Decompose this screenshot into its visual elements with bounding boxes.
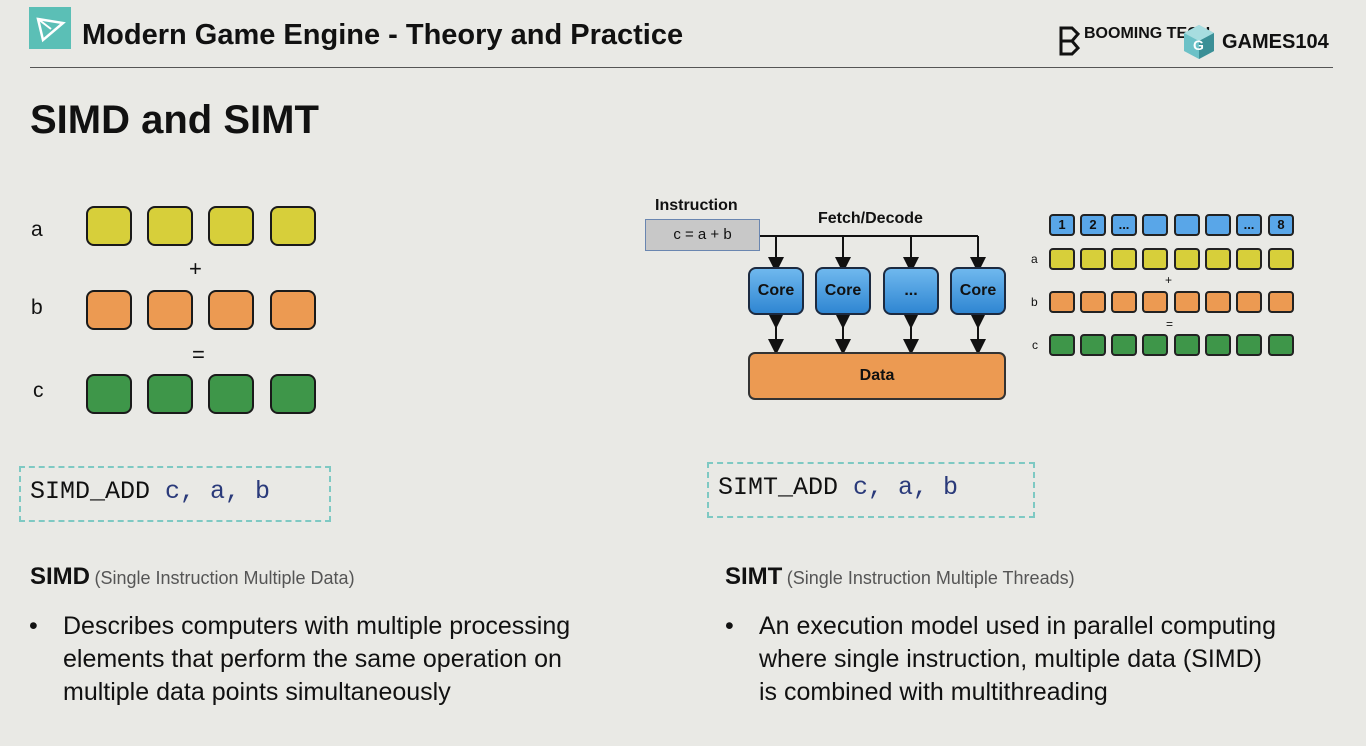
- data-cell-a: [208, 206, 254, 246]
- simd-code-args: c, a, b: [165, 477, 271, 506]
- instruction-box: c = a + b: [645, 219, 760, 251]
- simt-data-cell-c: [1268, 334, 1294, 356]
- simt-row-label-c: c: [1032, 338, 1038, 352]
- simt-bullet-line: is combined with multithreading: [759, 678, 1108, 706]
- data-cell-a: [86, 206, 132, 246]
- slide-title: SIMD and SIMT: [30, 98, 319, 142]
- thread-cell: 1: [1049, 214, 1075, 236]
- simt-code-op: SIMT_ADD: [718, 473, 839, 502]
- simt-data-cell-b: [1268, 291, 1294, 313]
- thread-cell: ...: [1111, 214, 1137, 236]
- simt-data-cell-a: [1142, 248, 1168, 270]
- row-label-a: a: [31, 218, 43, 241]
- simd-bullet-line: elements that perform the same operation…: [63, 645, 562, 673]
- data-cell-a: [270, 206, 316, 246]
- simd-code-op: SIMD_ADD: [30, 477, 151, 506]
- simt-bullet-line: where single instruction, multiple data …: [759, 645, 1262, 673]
- thread-cell: 2: [1080, 214, 1106, 236]
- svg-text:G: G: [1193, 37, 1204, 53]
- data-cell-c: [86, 374, 132, 414]
- thread-cell: ...: [1236, 214, 1262, 236]
- thread-cell: [1142, 214, 1168, 236]
- data-block: Data: [748, 352, 1006, 400]
- games104-logo: G GAMES104: [1182, 23, 1334, 61]
- data-cell-a: [147, 206, 193, 246]
- simt-data-cell-c: [1049, 334, 1075, 356]
- simt-data-cell-c: [1174, 334, 1200, 356]
- simt-data-cell-c: [1111, 334, 1137, 356]
- simt-data-cell-c: [1205, 334, 1231, 356]
- core-box: ...: [883, 267, 939, 315]
- fetch-decode-label: Fetch/Decode: [818, 210, 923, 227]
- plus-operator: +: [189, 256, 202, 281]
- simd-heading-term: SIMD: [30, 563, 90, 590]
- simt-data-cell-a: [1174, 248, 1200, 270]
- thread-cell: [1205, 214, 1231, 236]
- simd-bullet-line: Describes computers with multiple proces…: [63, 612, 571, 640]
- simt-code-box: [707, 462, 1035, 518]
- booming-tech-logo: BOOMING TECH: [1058, 24, 1210, 60]
- simd-heading-subtitle: (Single Instruction Multiple Data): [94, 568, 355, 588]
- bullet-symbol: •: [29, 612, 38, 640]
- simt-data-cell-c: [1142, 334, 1168, 356]
- data-cell-c: [147, 374, 193, 414]
- simt-data-cell-c: [1236, 334, 1262, 356]
- instruction-label: Instruction: [655, 197, 738, 214]
- simt-data-cell-b: [1142, 291, 1168, 313]
- simt-data-cell-b: [1236, 291, 1262, 313]
- data-cell-b: [86, 290, 132, 330]
- simt-bullet-line: An execution model used in parallel comp…: [759, 612, 1276, 640]
- bullet-symbol: •: [725, 612, 734, 640]
- row-label-c: c: [33, 379, 44, 402]
- simt-data-cell-a: [1236, 248, 1262, 270]
- simt-plus-operator: +: [1165, 273, 1173, 287]
- simd-code-box: [19, 466, 331, 522]
- simt-data-cell-a: [1111, 248, 1137, 270]
- simt-data-cell-b: [1205, 291, 1231, 313]
- simt-code: SIMT_ADD c, a, b: [718, 473, 958, 502]
- core-box: Core: [748, 267, 804, 315]
- header-divider: [30, 67, 1333, 68]
- simd-code: SIMD_ADD c, a, b: [30, 477, 270, 506]
- simt-heading-subtitle: (Single Instruction Multiple Threads): [786, 568, 1075, 588]
- simt-data-cell-a: [1080, 248, 1106, 270]
- simt-connectors: [760, 235, 986, 355]
- simd-heading: SIMD (Single Instruction Multiple Data): [30, 563, 355, 591]
- data-cell-c: [270, 374, 316, 414]
- core-box: Core: [950, 267, 1006, 315]
- simt-data-cell-a: [1049, 248, 1075, 270]
- equals-operator: =: [192, 342, 205, 367]
- simt-data-cell-a: [1205, 248, 1231, 270]
- thread-cell: 8: [1268, 214, 1294, 236]
- data-cell-b: [270, 290, 316, 330]
- simt-row-label-a: a: [1031, 252, 1038, 266]
- simt-equals-operator: =: [1166, 317, 1174, 331]
- simt-heading: SIMT (Single Instruction Multiple Thread…: [725, 563, 1075, 591]
- simt-code-args: c, a, b: [853, 473, 959, 502]
- simt-data-cell-b: [1049, 291, 1075, 313]
- simt-data-cell-b: [1080, 291, 1106, 313]
- data-cell-b: [208, 290, 254, 330]
- simd-bullet-line: multiple data points simultaneously: [63, 678, 451, 706]
- simt-data-cell-a: [1268, 248, 1294, 270]
- simt-heading-term: SIMT: [725, 563, 783, 590]
- course-logo-icon: [29, 7, 71, 49]
- simt-data-cell-b: [1111, 291, 1137, 313]
- data-cell-c: [208, 374, 254, 414]
- games104-label: GAMES104: [1222, 31, 1329, 53]
- booming-tech-label: BOOMING TECH: [1084, 25, 1211, 42]
- simt-data-cell-c: [1080, 334, 1106, 356]
- header-title: Modern Game Engine - Theory and Practice: [82, 19, 684, 51]
- row-label-b: b: [31, 296, 43, 319]
- simt-data-cell-b: [1174, 291, 1200, 313]
- simt-row-label-b: b: [1031, 295, 1038, 309]
- core-box: Core: [815, 267, 871, 315]
- data-cell-b: [147, 290, 193, 330]
- thread-cell: [1174, 214, 1200, 236]
